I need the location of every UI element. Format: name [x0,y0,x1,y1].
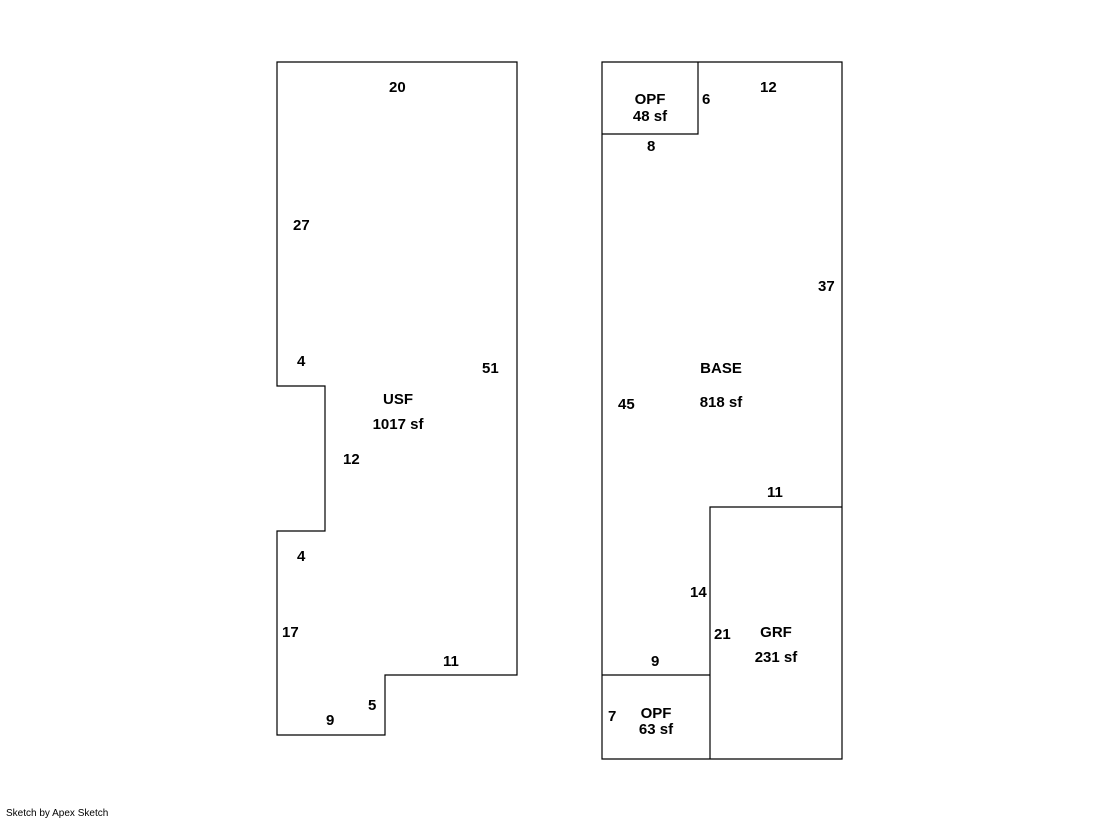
opf-top-area-name: OPF [635,91,666,108]
opf-bottom-area-value: 63 sf [639,721,674,738]
base-area-name: BASE [700,360,742,377]
base-area-value: 818 sf [700,394,744,411]
usf-outline [276,61,518,736]
opf-top-area-value: 48 sf [633,108,668,125]
usf-area-value: 1017 sf [373,416,425,433]
usf-dim-step: 5 [368,697,376,714]
opf-top-outline [602,62,699,135]
grf-dim-side: 21 [714,626,731,643]
usf-dim-left-upper: 27 [293,217,310,234]
base-dim-inset-side: 14 [690,584,707,601]
base-outline [601,61,843,760]
base-dim-right: 37 [818,278,835,295]
opf-top-dim-side: 6 [702,91,710,108]
opf-bottom-area-name: OPF [641,705,672,722]
opf-top-dim-bottom: 8 [647,138,655,155]
grf-area-value: 231 sf [755,649,799,666]
grf-area-name: GRF [760,624,792,641]
base-dim-inset-top: 11 [767,484,783,501]
opf-bottom-dim-side: 7 [608,708,616,725]
usf-dim-notch-bottom: 4 [297,548,306,565]
base-dim-left: 45 [618,396,635,413]
usf-dim-bottom-left: 9 [326,712,334,729]
usf-dim-right: 51 [482,360,499,377]
usf-area-name: USF [383,391,413,408]
base-dim-bottom-edge: 9 [651,653,659,670]
sketch-credit: Sketch by Apex Sketch [6,808,109,819]
base-dim-top: 12 [760,79,777,96]
usf-dim-notch-top: 4 [297,353,306,370]
usf-dim-notch-depth: 12 [343,451,360,468]
usf-dim-left-lower: 17 [282,624,299,641]
usf-dim-top: 20 [389,79,406,96]
usf-dim-bottom-right: 11 [443,653,459,670]
